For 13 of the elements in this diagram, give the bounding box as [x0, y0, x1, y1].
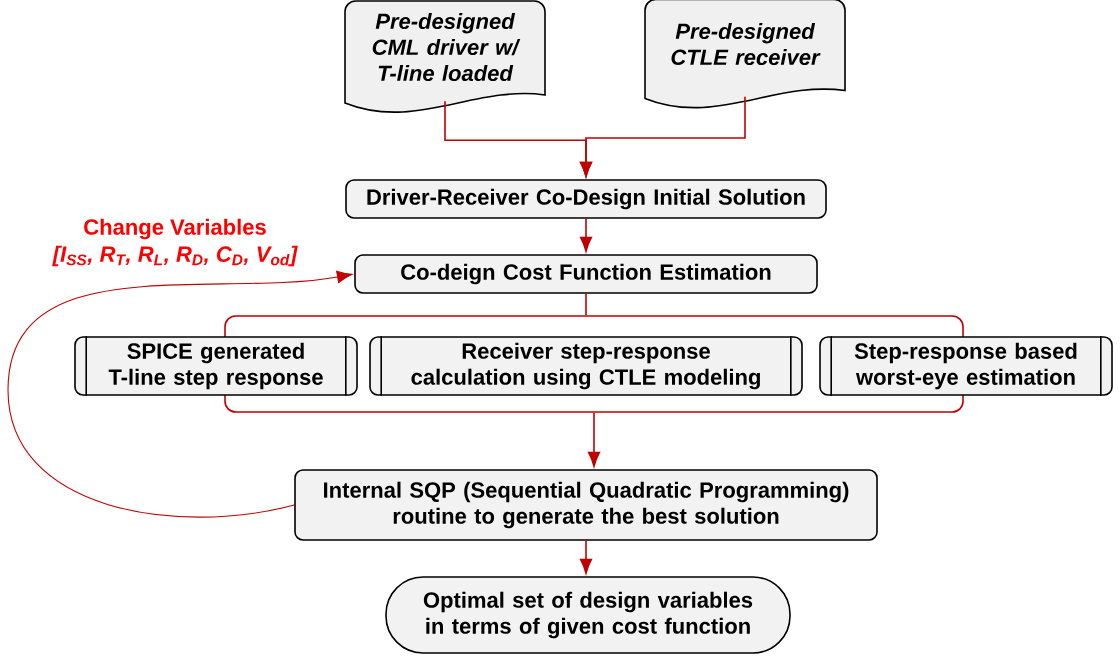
process-box: Internal SQP (Sequential Quadratic Programming) routine to generate the best solution — [294, 469, 878, 541]
loop-label: Change Variables — [84, 218, 266, 240]
arrow — [579, 540, 593, 574]
edge-label: [I$_{SS}$, R$_{T}$, R$_{L}$, R$_{D}$, C$_{D}$, V$_{od}$] — [52, 245, 298, 267]
arrow — [579, 95, 746, 177]
arrow — [7, 270, 353, 518]
subprocess-box: Step-response based worst-eye estimation — [819, 335, 1113, 397]
process-box: Co-deign Cost Function Estimation — [354, 254, 818, 294]
subprocess-box: SPICE generated T-line step response — [74, 335, 358, 397]
arrow — [579, 218, 593, 252]
process-box: Driver-Receiver Co-Design Initial Solution — [345, 179, 827, 219]
subprocess-box: Receiver step-response calculation using CTLE modeling — [369, 335, 803, 397]
arrow — [587, 412, 601, 467]
